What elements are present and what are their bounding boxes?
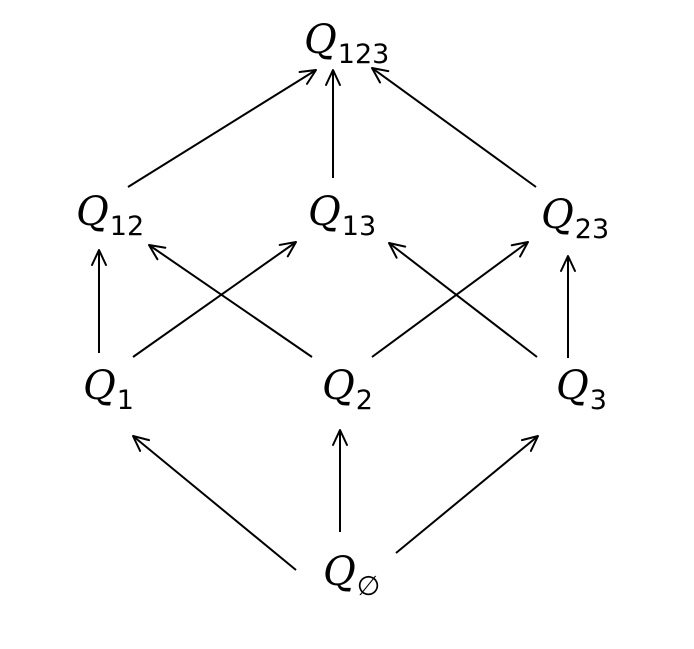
node-q23: Q23 <box>541 192 609 243</box>
node-q2-subscript: 2 <box>355 385 373 416</box>
node-q13: Q13 <box>308 189 376 240</box>
node-q1-symbol: Q <box>83 363 116 409</box>
node-q12: Q12 <box>76 189 144 240</box>
node-q23-subscript: 23 <box>574 214 610 245</box>
node-q2: Q2 <box>322 363 373 414</box>
arrow-q2-to-q12 <box>148 244 313 358</box>
node-q123-symbol: Q <box>304 17 337 63</box>
node-q3-subscript: 3 <box>589 385 607 416</box>
arrow-qempty-to-q3 <box>395 435 539 554</box>
node-qempty-subscript: ∅ <box>356 571 381 602</box>
node-q1: Q1 <box>83 363 134 414</box>
node-q13-subscript: 13 <box>341 211 377 242</box>
node-q12-subscript: 12 <box>109 211 145 242</box>
arrow-q12-to-q123 <box>127 69 317 188</box>
node-q3-symbol: Q <box>556 363 589 409</box>
arrow-qempty-to-q1 <box>132 435 297 571</box>
node-qempty-symbol: Q <box>323 549 356 595</box>
node-q23-symbol: Q <box>541 192 574 238</box>
arrow-q1-to-q13 <box>132 241 297 358</box>
arrow-q3-to-q13 <box>388 242 538 358</box>
node-q13-symbol: Q <box>308 189 341 235</box>
node-qempty: Q∅ <box>323 549 380 600</box>
arrow-q23-to-q123 <box>371 67 537 188</box>
node-q123-subscript: 123 <box>337 39 390 70</box>
arrow-q2-to-q23 <box>371 241 529 358</box>
node-q2-symbol: Q <box>322 363 355 409</box>
node-q3: Q3 <box>556 363 607 414</box>
node-q12-symbol: Q <box>76 189 109 235</box>
node-q123: Q123 <box>304 17 389 68</box>
node-q1-subscript: 1 <box>116 385 134 416</box>
